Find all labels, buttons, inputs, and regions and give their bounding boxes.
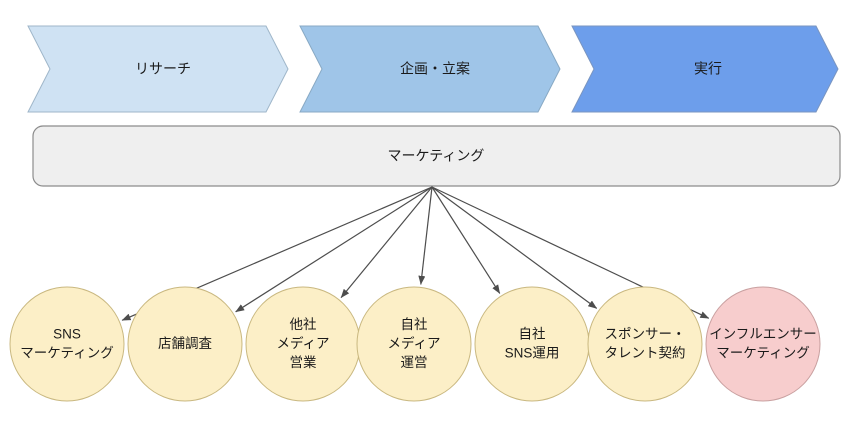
- node-circle[interactable]: 他社メディア営業: [245, 286, 361, 402]
- node-circle-label: 自社メディア運営: [387, 317, 440, 370]
- node-circle-shape: [9, 286, 125, 402]
- connector-arrow: [431, 186, 598, 309]
- node-circle-label-line: SNS: [53, 326, 81, 341]
- node-circle-label-line: メディア: [276, 335, 329, 351]
- marketing-band-label: マーケティング: [388, 148, 485, 164]
- node-circle[interactable]: インフルエンサーマーケティング: [705, 286, 821, 402]
- phase-chevron-label-planning: 企画・立案: [400, 61, 470, 77]
- marketing-band-shape: [32, 125, 841, 187]
- node-circle-label: 他社メディア営業: [276, 317, 329, 370]
- node-circle[interactable]: スポンサー・タレント契約: [587, 286, 703, 402]
- node-circle-label-line: マーケティング: [716, 345, 809, 360]
- node-circle-label-line: 営業: [290, 355, 317, 370]
- node-circle-label-line: 店舗調査: [158, 336, 212, 351]
- node-circle-shape: [705, 286, 821, 402]
- node-circle[interactable]: 自社 SNS運用: [474, 286, 590, 402]
- node-circle-label: 自社 SNS運用: [505, 326, 560, 360]
- node-circle-shape: [474, 286, 590, 402]
- phase-chevron-planning[interactable]: 企画・立案: [299, 25, 561, 113]
- node-circle-shape: [127, 286, 243, 402]
- phase-chevron-label-execution: 実行: [694, 61, 722, 77]
- connector-arrow: [431, 186, 501, 294]
- node-circle-shape: [587, 286, 703, 402]
- node-circle-label-line: 他社: [290, 317, 317, 332]
- phase-chevron-research[interactable]: リサーチ: [27, 25, 289, 113]
- connector-arrow: [418, 186, 433, 285]
- phase-chevron-label-research: リサーチ: [135, 61, 191, 77]
- node-circle-label-line: スポンサー・: [605, 326, 686, 341]
- node-circle-label: インフルエンサーマーケティング: [709, 326, 817, 360]
- node-circle[interactable]: SNS マーケティング: [9, 286, 125, 402]
- node-circle-label-line: SNS運用: [505, 345, 560, 360]
- node-circle-label-line: タレント契約: [605, 345, 686, 360]
- node-circle[interactable]: 店舗調査: [127, 286, 243, 402]
- node-circle-label: スポンサー・タレント契約: [605, 326, 686, 360]
- chevron-shape-research: [27, 25, 289, 113]
- node-circle-shape: [356, 286, 472, 402]
- node-circle-label-line: メディア: [387, 335, 440, 351]
- node-circle-label-line: インフルエンサー: [709, 326, 817, 341]
- node-circle-label: 店舗調査: [158, 336, 212, 351]
- node-circle-label-line: 運営: [401, 355, 428, 370]
- phase-chevron-execution[interactable]: 実行: [571, 25, 839, 113]
- node-circle-label-line: 自社: [519, 326, 546, 341]
- connector-arrow: [235, 186, 433, 313]
- marketing-band[interactable]: マーケティング: [32, 125, 841, 187]
- node-circle-label-line: マーケティング: [20, 345, 113, 360]
- node-circle-label: SNS マーケティング: [20, 326, 113, 360]
- phase-chevron-group: リサーチ 企画・立案 実行: [27, 25, 839, 113]
- node-circle-label-line: 自社: [401, 317, 428, 332]
- chevron-shape-execution: [571, 25, 839, 113]
- node-circle[interactable]: 自社メディア運営: [356, 286, 472, 402]
- chevron-shape-planning: [299, 25, 561, 113]
- connector-arrow: [340, 186, 433, 299]
